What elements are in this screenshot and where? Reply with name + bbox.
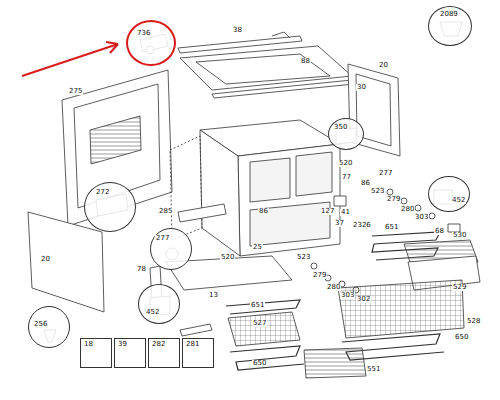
- callout-number: 650: [454, 334, 469, 341]
- drawing-stroke: [22, 44, 118, 76]
- callout-number: 25: [252, 244, 263, 251]
- callout-number: 280: [400, 206, 415, 213]
- callout-number: 651: [384, 224, 399, 231]
- part-box: 282: [148, 338, 180, 368]
- callout-number: 530: [452, 232, 467, 239]
- callout-number: 282: [151, 341, 166, 348]
- callout-number: 302: [356, 296, 371, 303]
- callout-number: 527: [252, 320, 267, 327]
- callout-number: 520: [220, 254, 235, 261]
- oven-cavity: [170, 120, 340, 256]
- callout-number: 86: [360, 180, 371, 187]
- detail-circle: 452: [138, 284, 180, 324]
- drawing-stroke: [170, 136, 202, 240]
- broiler-pan-small: [304, 348, 366, 378]
- callout-number: 78: [136, 266, 147, 273]
- oven-parts: [22, 22, 480, 378]
- callout-number: 2326: [352, 222, 372, 229]
- detail-circle: 272: [84, 182, 136, 232]
- callout-number: 279: [386, 196, 401, 203]
- drawing-stroke: [250, 202, 330, 246]
- callout-number: 18: [83, 341, 94, 348]
- callout-number: 275: [68, 88, 83, 95]
- burner: [178, 204, 226, 222]
- callout-number: 272: [95, 189, 110, 196]
- oven-rack-left: [228, 312, 300, 346]
- callout-number: 303: [340, 292, 355, 299]
- callout-number: 651: [250, 302, 265, 309]
- callout-number: 736: [136, 30, 151, 37]
- bake-element-left: [230, 346, 304, 370]
- callout-number: 529: [452, 284, 467, 291]
- drawing-stroke: [200, 130, 240, 256]
- drawing-stroke: [334, 196, 346, 206]
- part-box: 281: [182, 338, 214, 368]
- drawing-stroke: [429, 213, 435, 219]
- drawing-stroke: [106, 42, 118, 53]
- drawing-stroke: [180, 324, 212, 336]
- detail-circle: 256: [28, 306, 70, 348]
- callout-number: 77: [341, 174, 352, 181]
- oven-rack-right: [338, 280, 464, 338]
- callout-number: 2089: [439, 11, 459, 18]
- callout-number: 277: [378, 170, 393, 177]
- callout-number: 13: [208, 292, 219, 299]
- callout-number: 551: [366, 366, 381, 373]
- part-box: 18: [80, 338, 112, 368]
- drawing-stroke: [387, 189, 393, 195]
- callout-number: 520: [338, 160, 353, 167]
- callout-number: 30: [356, 84, 367, 91]
- drawing-stroke: [448, 224, 460, 232]
- drawing-stroke: [311, 263, 317, 269]
- callout-number: 277: [155, 235, 170, 242]
- callout-number: 350: [333, 124, 348, 131]
- drawing-stroke: [272, 32, 290, 38]
- callout-number: 127: [320, 208, 335, 215]
- callout-number: 41: [340, 209, 351, 216]
- detail-circle: 2089: [428, 6, 472, 46]
- part-box: 39: [114, 338, 146, 368]
- drawing-stroke: [90, 116, 141, 164]
- callout-number: 523: [370, 188, 385, 195]
- callout-number: 68: [434, 228, 445, 235]
- callout-number: 256: [33, 321, 48, 328]
- callout-number: 303: [414, 214, 429, 221]
- callout-number: 650: [252, 360, 267, 367]
- callout-number: 38: [232, 27, 243, 34]
- drawing-stroke: [401, 198, 407, 204]
- detail-circle: 277: [150, 228, 192, 270]
- detail-circle: 452: [428, 176, 470, 212]
- drawing-stroke: [415, 205, 421, 211]
- callout-number: 285: [158, 208, 173, 215]
- drawing-stroke: [238, 144, 340, 256]
- front-strip: [212, 80, 354, 98]
- drawing-stroke: [296, 152, 332, 196]
- side-panel-left: [28, 212, 104, 312]
- callout-number: 452: [451, 197, 466, 204]
- callout-number: 39: [117, 341, 128, 348]
- red-arrow: [22, 42, 118, 76]
- callout-number: 528: [466, 318, 481, 325]
- callout-number: 88: [300, 58, 311, 65]
- callout-number: 20: [378, 62, 389, 69]
- callout-number: 281: [185, 341, 200, 348]
- callout-number: 20: [40, 256, 51, 263]
- callout-number: 279: [312, 272, 327, 279]
- detail-circle: 350: [328, 118, 364, 150]
- drawing-stroke: [196, 54, 330, 84]
- callout-number: 452: [145, 309, 160, 316]
- callout-number: 86: [258, 208, 269, 215]
- callout-number: 37: [334, 220, 345, 227]
- callout-number: 523: [296, 254, 311, 261]
- callout-number: 280: [326, 284, 341, 291]
- drawing-stroke: [250, 158, 290, 202]
- detail-circle: 736: [126, 20, 176, 66]
